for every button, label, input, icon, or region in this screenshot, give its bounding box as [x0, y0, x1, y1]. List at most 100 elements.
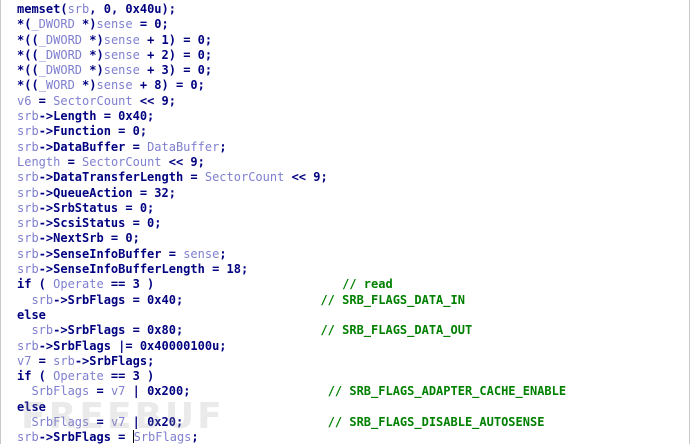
code-token: *)	[82, 47, 104, 62]
code-token: << 9;	[284, 170, 328, 185]
identifier-token[interactable]: sense	[103, 47, 140, 62]
code-token: *((	[17, 78, 39, 93]
identifier-token[interactable]: _DWORD	[38, 32, 83, 47]
identifier-token[interactable]: srb	[17, 170, 39, 185]
code-line[interactable]: srb->DataTransferLength = SectorCount <<…	[17, 170, 566, 185]
code-line[interactable]: srb->ScsiStatus = 0;	[17, 216, 566, 231]
code-line[interactable]: memset(srb, 0, 0x40u);	[17, 2, 566, 17]
code-token: ;	[219, 139, 227, 154]
identifier-token[interactable]: sense	[183, 246, 220, 261]
identifier-token[interactable]: srb	[17, 216, 39, 231]
identifier-token[interactable]: srb	[17, 124, 39, 139]
code-token: ->SrbFlags =	[38, 430, 133, 444]
code-line[interactable]: *((_WORD *)sense + 8) = 0;	[17, 78, 566, 93]
code-line[interactable]: srb->SrbFlags = SrbFlags;	[17, 430, 566, 444]
code-token: if (	[17, 277, 54, 292]
code-token: *)	[82, 32, 104, 47]
identifier-token[interactable]: srb	[17, 185, 39, 200]
code-line[interactable]: if ( Operate == 3 ) // read	[17, 277, 566, 292]
identifier-token[interactable]: srb	[17, 246, 39, 261]
code-line[interactable]: srb->SenseInfoBuffer = sense;	[17, 247, 566, 262]
identifier-token[interactable]: srb	[17, 338, 39, 353]
code-line[interactable]: *(_DWORD *)sense = 0;	[17, 17, 566, 32]
identifier-token[interactable]: srb	[17, 200, 39, 215]
identifier-token[interactable]: srb	[17, 262, 39, 277]
code-token: == 3 )	[103, 369, 155, 384]
code-token: == 3 )	[103, 277, 343, 292]
identifier-token[interactable]: Operate	[53, 277, 104, 292]
code-line[interactable]: else	[17, 308, 566, 323]
identifier-token[interactable]: _WORD	[38, 78, 75, 93]
identifier-token[interactable]: Operate	[53, 369, 104, 384]
code-line[interactable]: srb->NextSrb = 0;	[17, 231, 566, 246]
identifier-token[interactable]: SectorCount	[53, 93, 133, 108]
identifier-token[interactable]: Length	[17, 154, 61, 169]
code-token: | 0x200;	[125, 384, 328, 399]
identifier-token[interactable]: srb	[17, 231, 39, 246]
code-token: | 0x20;	[125, 415, 328, 430]
code-line[interactable]: srb->DataBuffer = DataBuffer;	[17, 140, 566, 155]
code-token: = 0;	[132, 17, 169, 32]
code-token: *)	[74, 78, 97, 93]
code-line[interactable]: if ( Operate == 3 )	[17, 369, 566, 384]
code-line[interactable]: srb->SrbFlags = 0x40; // SRB_FLAGS_DATA_…	[17, 293, 566, 308]
code-line[interactable]: else	[17, 400, 566, 415]
code-line[interactable]: *((_DWORD *)sense + 3) = 0;	[17, 63, 566, 78]
identifier-token[interactable]: SrbFlags	[31, 384, 90, 399]
identifier-token[interactable]: _DWORD	[38, 47, 83, 62]
identifier-token[interactable]: sense	[103, 32, 140, 47]
identifier-token[interactable]: _DWORD	[38, 63, 83, 78]
code-token: ->DataBuffer =	[38, 139, 148, 154]
comment-token: // SRB_FLAGS_DATA_OUT	[320, 323, 473, 338]
identifier-token[interactable]: srb	[31, 323, 54, 338]
identifier-token[interactable]: v7	[110, 415, 126, 430]
code-token: << 9;	[161, 154, 205, 169]
code-line[interactable]: srb->SenseInfoBufferLength = 18;	[17, 262, 566, 277]
code-line[interactable]: srb->Function = 0;	[17, 124, 566, 139]
identifier-token[interactable]: v7	[17, 353, 32, 368]
code-token: ->SenseInfoBufferLength = 18;	[38, 262, 249, 277]
code-line[interactable]: srb->SrbStatus = 0;	[17, 201, 566, 216]
code-line[interactable]: SrbFlags = v7 | 0x200; // SRB_FLAGS_ADAP…	[17, 384, 566, 399]
identifier-token[interactable]: srb	[17, 430, 39, 444]
identifier-token[interactable]: srb	[17, 109, 39, 124]
identifier-token[interactable]: _DWORD	[31, 17, 75, 32]
decompiled-code[interactable]: memset(srb, 0, 0x40u);*(_DWORD *)sense =…	[17, 2, 566, 444]
code-line[interactable]: SrbFlags = v7 | 0x20; // SRB_FLAGS_DISAB…	[17, 415, 566, 430]
identifier-token[interactable]: SrbFlags	[31, 415, 90, 430]
code-token: + 2) = 0;	[139, 47, 213, 62]
identifier-token[interactable]: srb	[31, 292, 54, 307]
code-token: *((	[17, 63, 39, 78]
identifier-token[interactable]: srb	[67, 2, 90, 16]
identifier-token[interactable]: v7	[110, 384, 126, 399]
identifier-token[interactable]: SectorCount	[82, 154, 162, 169]
identifier-token[interactable]: SectorCount	[204, 170, 285, 185]
indent	[17, 293, 31, 307]
identifier-token[interactable]: DataBuffer	[147, 139, 220, 154]
code-line[interactable]: *((_DWORD *)sense + 1) = 0;	[17, 33, 566, 48]
identifier-token[interactable]: SrbFlags	[133, 430, 192, 444]
identifier-token[interactable]: srb	[53, 353, 75, 368]
code-line[interactable]: v7 = srb->SrbFlags;	[17, 354, 566, 369]
code-line[interactable]: srb->QueueAction = 32;	[17, 186, 566, 201]
code-line[interactable]: *((_DWORD *)sense + 2) = 0;	[17, 48, 566, 63]
identifier-token[interactable]: sense	[96, 78, 133, 93]
identifier-token[interactable]: srb	[17, 139, 39, 154]
code-line[interactable]: Length = SectorCount << 9;	[17, 155, 566, 170]
identifier-token[interactable]: sense	[96, 17, 133, 32]
code-token: ->Function = 0;	[38, 124, 148, 139]
code-line[interactable]: srb->SrbFlags |= 0x40000100u;	[17, 339, 566, 354]
code-line[interactable]: srb->SrbFlags = 0x80; // SRB_FLAGS_DATA_…	[17, 323, 566, 338]
code-line[interactable]: v6 = SectorCount << 9;	[17, 94, 566, 109]
code-token: ->SrbFlags = 0x80;	[53, 323, 321, 338]
code-token: ->NextSrb = 0;	[38, 231, 140, 246]
code-token: =	[60, 154, 83, 169]
code-token: ->QueueAction = 32;	[38, 185, 176, 200]
code-line[interactable]: srb->Length = 0x40;	[17, 109, 566, 124]
identifier-token[interactable]: sense	[103, 63, 140, 78]
indent	[17, 415, 31, 429]
code-token: ->Length = 0x40;	[38, 109, 155, 124]
identifier-token[interactable]: v6	[17, 93, 32, 108]
code-token: ->SrbFlags = 0x40;	[53, 292, 321, 307]
